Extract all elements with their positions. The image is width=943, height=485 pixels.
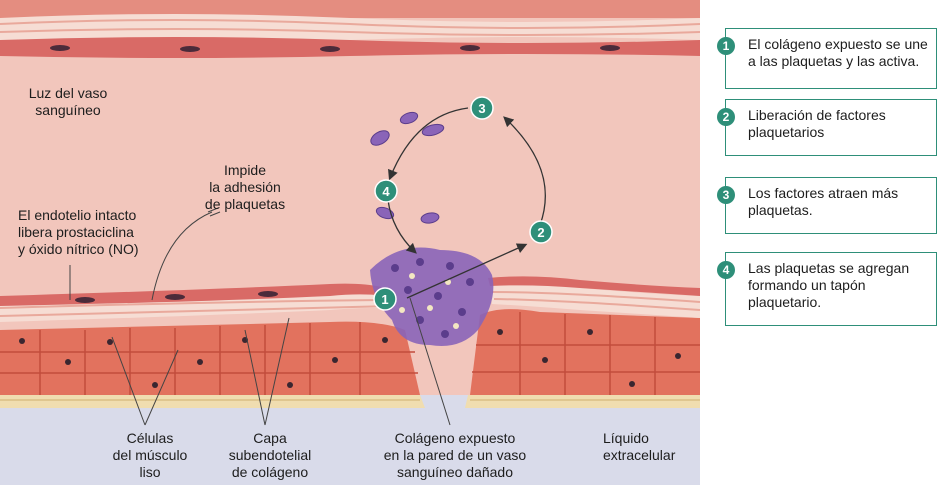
- endothelium-label: El endotelio intacto libera prostaciclin…: [18, 207, 198, 258]
- step-text-2: Liberación de factores plaquetarios: [748, 107, 928, 141]
- lumen-label: Luz del vaso sanguíneo: [18, 85, 118, 119]
- step-box-1: 1 El colágeno expuesto se une a las plaq…: [725, 28, 937, 89]
- step-box-4: 4 Las plaquetas se agregan formando un t…: [725, 252, 937, 326]
- exposed-collagen-label: Colágeno expuesto en la pared de un vaso…: [370, 430, 540, 481]
- cycle-marker-3-label: 3: [478, 101, 485, 116]
- smooth-muscle-left: [0, 322, 420, 395]
- step-text-4: Las plaquetas se agregan formando un tap…: [748, 260, 928, 311]
- smooth-muscle-right: [470, 309, 700, 395]
- cycle-marker-4-label: 4: [382, 184, 390, 199]
- cycle-marker-1: 1: [374, 288, 396, 310]
- step-number-1: 1: [717, 37, 735, 55]
- cycle-marker-1-label: 1: [381, 292, 388, 307]
- step-number-2: 2: [717, 108, 735, 126]
- step-text-1: El colágeno expuesto se une a las plaque…: [748, 36, 928, 70]
- step-number-3: 3: [717, 186, 735, 204]
- cycle-marker-3: 3: [471, 97, 493, 119]
- smooth-muscle-label: Células del músculo liso: [105, 430, 195, 481]
- prevents-adhesion-label: Impide la adhesión de plaquetas: [200, 162, 290, 213]
- step-text-3: Los factores atraen más plaquetas.: [748, 185, 928, 219]
- cycle-marker-2-label: 2: [537, 225, 544, 240]
- cycle-marker-2: 2: [530, 221, 552, 243]
- collagen-fibers-bottom: [0, 395, 700, 408]
- top-vessel-wall: [0, 0, 700, 58]
- step-number-4: 4: [717, 261, 735, 279]
- cycle-marker-4: 4: [375, 180, 397, 202]
- extracellular-fluid-label: Líquido extracelular: [603, 430, 693, 464]
- step-box-2: 2 Liberación de factores plaquetarios: [725, 99, 937, 156]
- collagen-layer-label: Capa subendotelial de colágeno: [220, 430, 320, 481]
- step-box-3: 3 Los factores atraen más plaquetas.: [725, 177, 937, 234]
